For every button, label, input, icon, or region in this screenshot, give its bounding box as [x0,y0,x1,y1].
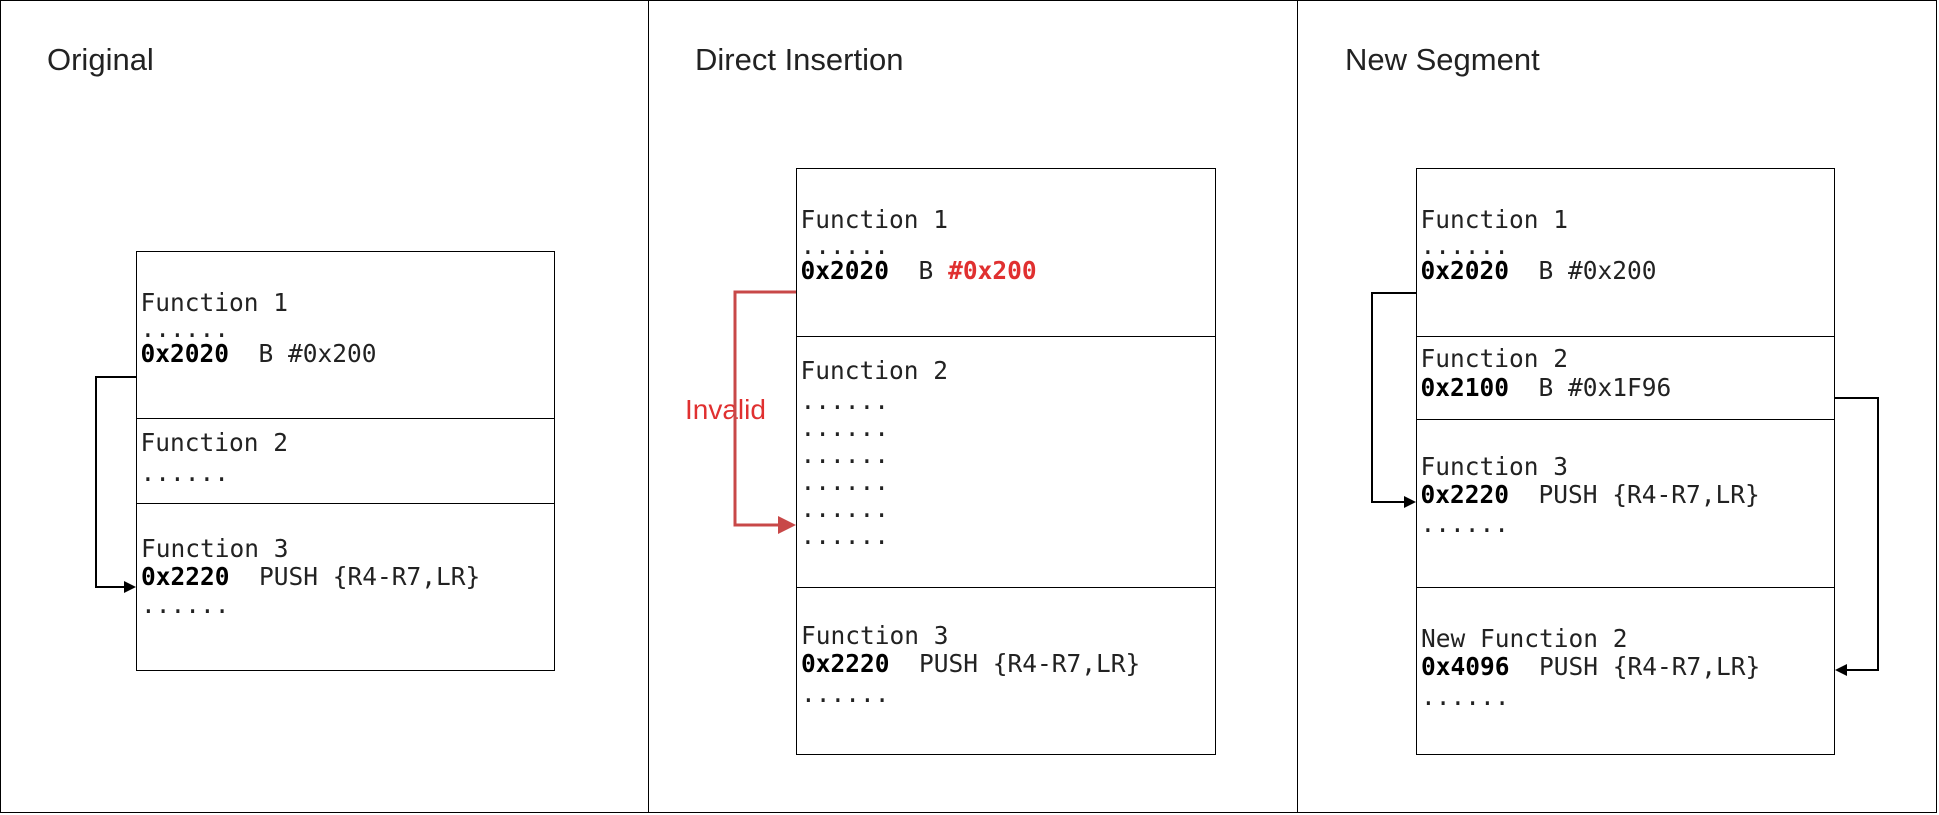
function-1-block: Function 1 ...... 0x2020 B #0x200 [795,167,1216,338]
function-name: Function 1 [140,287,289,317]
instruction-line: 0x2100 B #0x1F96 [1421,374,1672,402]
panel-divider [1297,0,1298,813]
panel-title-new-segment: New Segment [1345,42,1540,77]
function-2-block: Function 2 0x2100 B #0x1F96 [1415,336,1835,422]
invalid-target: #0x200 [948,255,1037,285]
function-1-block: Function 1 ...... 0x2020 B #0x200 [135,250,555,420]
function-2-block: Function 2 ...... [135,418,555,504]
function-name: Function 2 [140,428,289,457]
instruction-line: 0x2020 B #0x200 [800,255,1037,285]
function-name: Function 3 [1420,452,1569,481]
instruction: PUSH {R4-R7,LR} [259,562,481,591]
instruction: PUSH {R4-R7,LR} [919,649,1141,678]
instruction: PUSH {R4-R7,LR} [1539,652,1761,681]
ellipsis: ...... [1420,509,1510,538]
ellipsis: ...... [800,386,890,415]
function-1-block: Function 1 ...... 0x2020 B #0x200 [1415,167,1835,338]
ellipsis: ...... [800,440,890,469]
ellipsis: ...... [800,230,890,260]
function-name: Function 2 [1420,344,1569,373]
panel-title-original: Original [47,42,154,77]
function-name: Function 2 [800,356,949,385]
memory-block-original: Function 1 ...... 0x2020 B #0x200 Functi… [135,250,555,671]
instruction-line: 0x4096 PUSH {R4-R7,LR} [1421,653,1760,681]
address: 0x2220 [1420,480,1510,509]
function-name: New Function 2 [1421,624,1628,653]
ellipsis: ...... [1420,230,1510,260]
instruction: B #0x200 [1538,255,1657,285]
address: 0x2220 [141,562,230,591]
ellipsis: ...... [800,521,890,550]
address: 0x2020 [1420,255,1510,285]
address: 0x2100 [1420,373,1510,402]
address: 0x4096 [1421,652,1510,681]
function-name: Function 1 [800,204,949,234]
ellipsis: ...... [800,494,890,523]
function-name: Function 3 [801,621,949,650]
instruction-line: 0x2020 B #0x200 [1420,255,1657,285]
instruction-line: 0x2220 PUSH {R4-R7,LR} [801,650,1140,678]
instruction: B #0x200 [258,338,377,368]
ellipsis: ...... [800,413,890,442]
instruction-op: B [918,255,934,285]
memory-block-direct-insertion: Function 1 ...... 0x2020 B #0x200 Functi… [795,167,1216,755]
instruction-line: 0x2220 PUSH {R4-R7,LR} [1421,481,1760,509]
address: 0x2220 [801,649,890,678]
ellipsis: ...... [801,679,890,708]
ellipsis: ...... [1421,682,1510,711]
ellipsis: ...... [140,313,230,343]
invalid-label: Invalid [685,394,766,425]
address: 0x2020 [140,338,230,368]
ellipsis: ...... [140,458,230,487]
ellipsis: ...... [800,467,890,496]
function-name: Function 1 [1420,204,1569,234]
instruction: PUSH {R4-R7,LR} [1538,480,1760,509]
panel-title-direct-insertion: Direct Insertion [695,42,904,77]
function-3-block: Function 3 0x2220 PUSH {R4-R7,LR} ...... [1415,419,1835,588]
instruction: B #0x1F96 [1538,373,1672,402]
function-name: Function 3 [141,534,289,563]
panel-divider [648,0,649,813]
ellipsis: ...... [141,590,230,619]
function-2-block: Function 2 ...... ...... ...... ...... .… [795,336,1216,588]
address: 0x2020 [800,255,890,285]
instruction-line: 0x2220 PUSH {R4-R7,LR} [141,563,480,591]
instruction-line: 0x2020 B #0x200 [140,338,377,368]
memory-block-new-segment: Function 1 ...... 0x2020 B #0x200 Functi… [1415,167,1835,755]
